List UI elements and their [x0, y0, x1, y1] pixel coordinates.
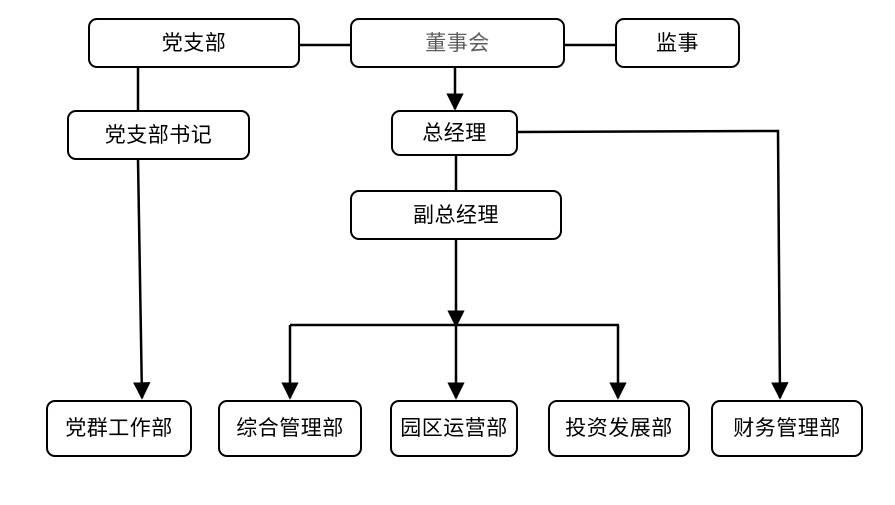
node-label-general-admin-dept: 综合管理部 — [236, 417, 344, 440]
node-finance-mgmt-dept[interactable]: 财务管理部 — [711, 400, 863, 457]
edge-general-manager-to-finance — [517, 129, 789, 400]
node-investment-dev-dept[interactable]: 投资发展部 — [548, 400, 690, 457]
node-supervisor[interactable]: 监事 — [615, 18, 740, 68]
node-label-finance-mgmt-dept: 财务管理部 — [733, 417, 841, 440]
edge-secretary-to-party-mass-work — [132, 159, 151, 400]
node-label-general-manager: 总经理 — [422, 121, 487, 145]
node-park-operations-dept[interactable]: 园区运营部 — [390, 400, 518, 457]
node-label-board-of-directors: 董事会 — [425, 31, 490, 55]
node-label-investment-dev-dept: 投资发展部 — [565, 417, 673, 440]
node-label-deputy-general-manager: 副总经理 — [413, 203, 499, 227]
node-label-party-mass-work-dept: 党群工作部 — [65, 417, 173, 440]
node-general-admin-dept[interactable]: 综合管理部 — [218, 400, 362, 457]
node-general-manager[interactable]: 总经理 — [391, 110, 518, 156]
node-label-party-secretary: 党支部书记 — [104, 123, 213, 147]
node-label-supervisor: 监事 — [656, 31, 699, 55]
node-deputy-general-manager[interactable]: 副总经理 — [350, 190, 562, 240]
node-label-park-operations-dept: 园区运营部 — [400, 417, 508, 440]
node-party-secretary[interactable]: 党支部书记 — [67, 110, 250, 160]
node-party-mass-work-dept[interactable]: 党群工作部 — [46, 400, 192, 457]
node-party-branch[interactable]: 党支部 — [88, 18, 300, 68]
node-board-of-directors[interactable]: 董事会 — [350, 18, 565, 68]
node-label-party-branch: 党支部 — [161, 31, 227, 55]
